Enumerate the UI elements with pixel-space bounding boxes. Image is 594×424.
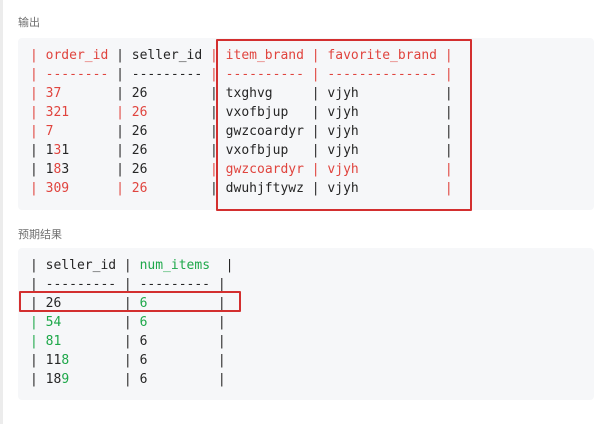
output-text-segment: | seller_id	[116, 48, 211, 63]
output-text-segment: | item_brand | favorite_brand |	[210, 48, 453, 63]
output-text-segment: | 26	[116, 105, 211, 120]
expected-line: | 118 | 6 |	[30, 351, 234, 370]
expected-line: | 81 | 6 |	[30, 332, 234, 351]
output-table-text: | order_id | seller_id | item_brand | fa…	[30, 46, 453, 198]
output-text-segment: | txghvg | vjyh |	[210, 86, 453, 101]
left-divider	[0, 0, 3, 424]
expected-text-segment: 8	[61, 353, 70, 368]
expected-text-segment: |	[123, 258, 140, 273]
output-text-segment: 8	[53, 162, 62, 177]
output-text-segment: | 37	[30, 86, 117, 101]
output-line: | 37 | 26 | txghvg | vjyh |	[30, 84, 453, 103]
output-text-segment: | 26	[116, 143, 211, 158]
output-text-segment: | order_id	[30, 48, 117, 63]
output-label: 输出	[18, 16, 40, 29]
expected-table-text: | seller_id | num_items | | --------- | -…	[30, 256, 234, 389]
output-line: | 183 | 26 | gwzcoardyr | vjyh |	[30, 160, 453, 179]
expected-text-segment: | 54	[30, 315, 124, 330]
expected-text-segment: | 11	[30, 353, 62, 368]
output-text-segment: | 321	[30, 105, 117, 120]
expected-line: | --------- | --------- |	[30, 275, 234, 294]
expected-label: 预期结果	[18, 228, 62, 241]
output-text-segment: | 309	[30, 181, 117, 196]
output-text-segment: | 1	[30, 162, 54, 177]
output-text-segment: 1	[61, 143, 117, 158]
expected-text-segment: 9	[61, 372, 70, 387]
output-line: | 321 | 26 | vxofbjup | vjyh |	[30, 103, 453, 122]
output-text-segment: | dwuhjftywz | vjyh	[210, 181, 445, 196]
expected-text-segment: | 18	[30, 372, 62, 387]
output-text-segment: 3	[61, 162, 117, 177]
output-text-segment: | ---------	[116, 67, 211, 82]
output-text-segment: | 7	[30, 124, 117, 139]
expected-line: | 26 | 6 |	[30, 294, 234, 313]
output-text-segment: | ---------- | -------------- |	[210, 67, 453, 82]
expected-text-segment: |	[123, 315, 140, 330]
output-code-block: | order_id | seller_id | item_brand | fa…	[18, 38, 594, 210]
expected-text-segment: |	[147, 296, 226, 311]
expected-text-segment: |	[210, 258, 234, 273]
expected-line: | seller_id | num_items |	[30, 256, 234, 275]
expected-text-segment: num_items	[139, 258, 211, 273]
expected-line: | 54 | 6 |	[30, 313, 234, 332]
output-line: | -------- | --------- | ---------- | --…	[30, 65, 453, 84]
expected-text-segment: | 81	[30, 334, 124, 349]
expected-text-segment: 6	[139, 296, 148, 311]
expected-text-segment: |	[147, 315, 226, 330]
output-text-segment: | vxofbjup | vjyh |	[210, 105, 453, 120]
output-text-segment: | 26	[116, 124, 211, 139]
output-text-segment: | vxofbjup | vjyh |	[210, 143, 453, 158]
output-text-segment: | 26	[116, 162, 211, 177]
output-text-segment: |	[444, 181, 453, 196]
output-line: | 7 | 26 | gwzcoardyr | vjyh |	[30, 122, 453, 141]
output-line: | order_id | seller_id | item_brand | fa…	[30, 46, 453, 65]
output-text-segment: 3	[53, 143, 62, 158]
output-text-segment: | gwzcoardyr | vjyh |	[210, 124, 453, 139]
expected-text-segment: | 6 |	[69, 372, 226, 387]
expected-text-segment: | 6 |	[69, 353, 226, 368]
expected-code-block: | seller_id | num_items | | --------- | -…	[18, 248, 594, 400]
expected-text-segment: | 26 |	[30, 296, 140, 311]
output-text-segment: | 26	[116, 86, 211, 101]
output-text-segment: | gwzcoardyr | vjyh |	[210, 162, 453, 177]
output-line: | 309 | 26 | dwuhjftywz | vjyh |	[30, 179, 453, 198]
expected-text-segment: 6	[139, 315, 148, 330]
expected-text-segment: | seller_id	[30, 258, 124, 273]
expected-line: | 189 | 6 |	[30, 370, 234, 389]
output-line: | 131 | 26 | vxofbjup | vjyh |	[30, 141, 453, 160]
expected-text-segment: | --------- | --------- |	[30, 277, 226, 292]
output-text-segment: | 1	[30, 143, 54, 158]
expected-text-segment: | 6 |	[123, 334, 226, 349]
output-text-segment: | 26	[116, 181, 211, 196]
output-text-segment: | --------	[30, 67, 117, 82]
